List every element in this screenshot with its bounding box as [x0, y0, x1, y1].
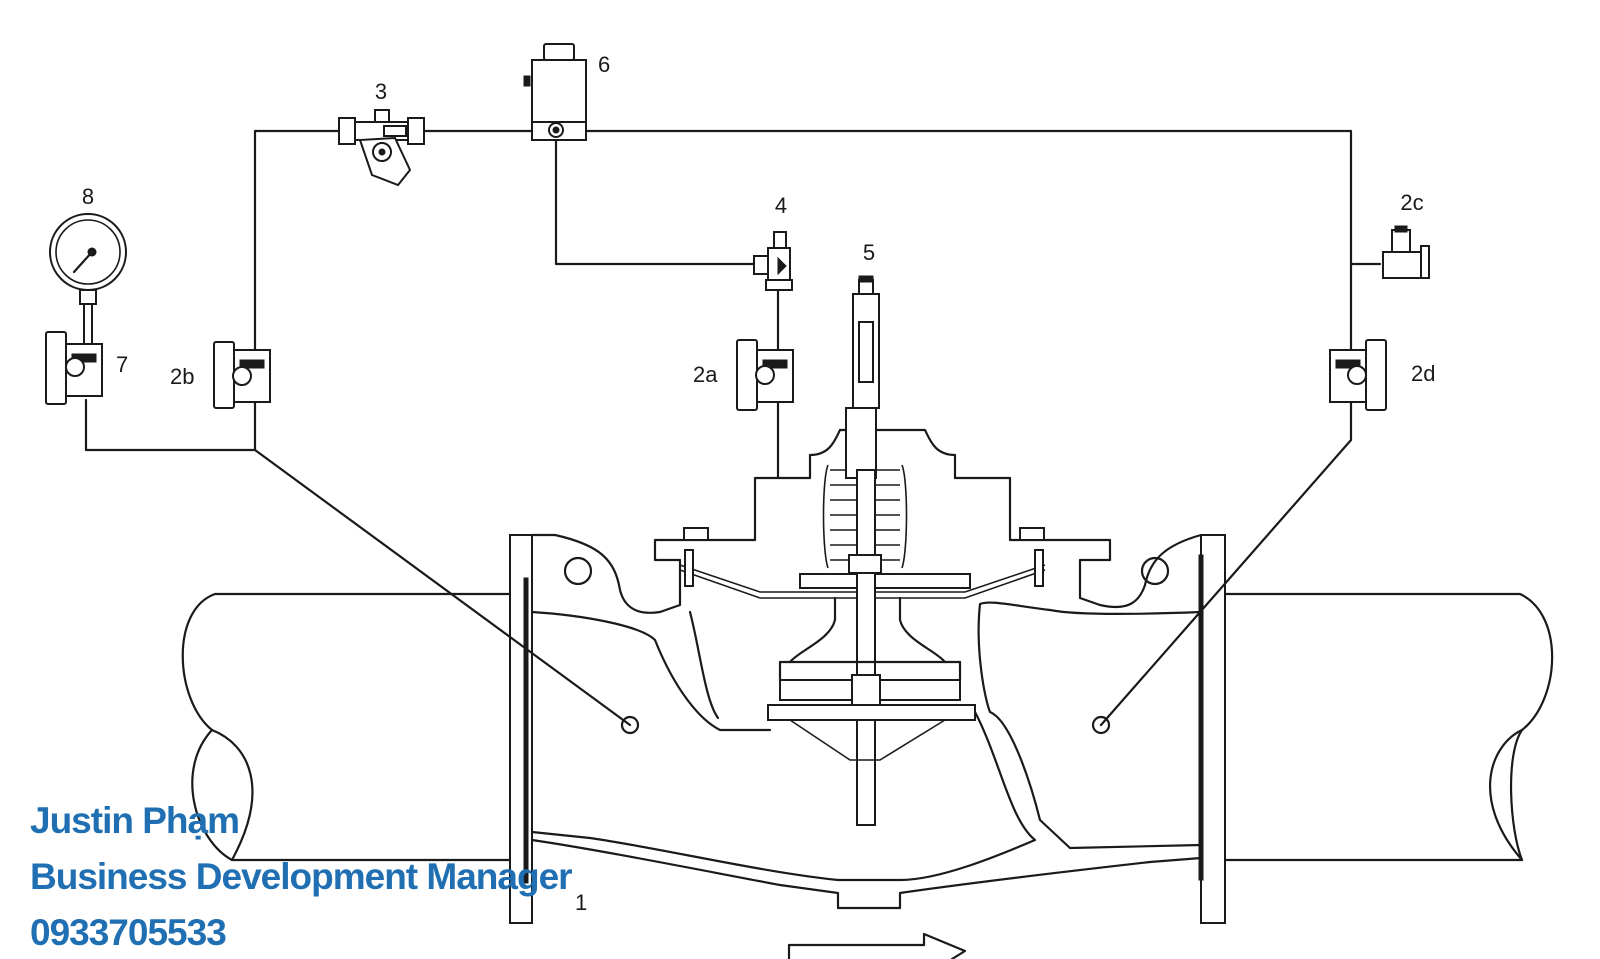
label-8: 8 — [82, 184, 94, 209]
ball-valve-2a — [736, 339, 794, 411]
ball-valve-7 — [45, 331, 103, 405]
label-2a: 2a — [693, 362, 718, 387]
contact-title: Business Development Manager — [30, 856, 573, 897]
contact-phone: 0933705533 — [30, 912, 227, 953]
contact-name: Justin Phạm — [30, 800, 240, 841]
flow-direction-arrow — [787, 932, 967, 959]
outlet-pipe — [1223, 592, 1554, 862]
pressure-gauge-icon — [49, 213, 127, 345]
solenoid-valve — [523, 43, 587, 141]
label-6: 6 — [598, 52, 610, 77]
pilot-tubing — [84, 129, 1382, 727]
ball-valve-2b — [213, 341, 271, 409]
label-2d: 2d — [1411, 361, 1435, 386]
ball-valve-2c — [1382, 225, 1430, 279]
label-3: 3 — [375, 79, 387, 104]
main-valve-body — [530, 428, 1203, 910]
inlet-flange — [509, 534, 533, 924]
bonnet-assembly — [679, 407, 1046, 599]
ball-valve-2d — [1329, 339, 1387, 411]
inlet-pipe — [181, 592, 512, 862]
label-2c: 2c — [1400, 190, 1423, 215]
strainer — [338, 109, 425, 187]
label-7: 7 — [116, 352, 128, 377]
label-4: 4 — [775, 193, 787, 218]
valve-stem — [767, 469, 976, 826]
label-1: 1 — [575, 890, 587, 915]
label-5: 5 — [863, 240, 875, 265]
outlet-flange — [1198, 534, 1226, 924]
label-2b: 2b — [170, 364, 194, 389]
position-indicator — [852, 275, 880, 409]
needle-valve — [753, 231, 793, 291]
